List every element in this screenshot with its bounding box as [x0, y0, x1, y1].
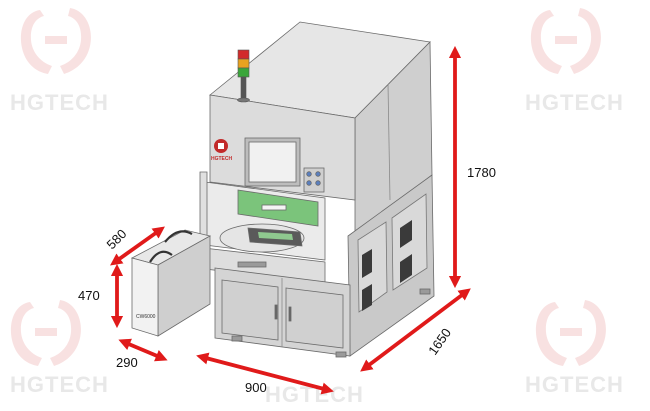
depth-arrow	[360, 288, 471, 372]
stack-light	[237, 49, 250, 103]
watermark-logo-icon	[10, 300, 81, 366]
watermark-bottom-right: HGTECH	[525, 300, 624, 397]
hmi-screen	[248, 141, 297, 183]
width-arrow	[196, 352, 334, 395]
watermark-logo-icon	[530, 8, 601, 74]
machine-brand-label: HGTECH	[211, 156, 233, 162]
width-label: 900	[245, 380, 267, 395]
watermark-top-left: HGTECH	[10, 8, 109, 115]
base-door-left	[221, 279, 279, 341]
watermark-top-right: HGTECH	[525, 8, 624, 115]
control-button-panel	[303, 167, 325, 193]
watermark-logo-icon	[535, 300, 606, 366]
base-door-right	[285, 287, 344, 349]
chiller-unit	[130, 229, 212, 337]
watermark-text: HGTECH	[525, 90, 624, 115]
watermark-text: HGTECH	[525, 372, 624, 397]
chiller-label: CW6000	[136, 314, 156, 320]
chiller-height-label: 470	[78, 288, 100, 303]
machine-cabinet: HGTECH	[194, 21, 435, 358]
machine-logo-icon	[214, 139, 228, 153]
watermark-bottom-left: HGTECH	[10, 300, 109, 397]
chiller-width-label: 290	[116, 355, 138, 370]
chiller-depth-label: 580	[104, 226, 130, 252]
chiller-width-arrow	[118, 338, 168, 362]
watermark-logo-icon	[20, 8, 91, 74]
chiller-depth-arrow	[110, 226, 165, 266]
watermark-text: HGTECH	[10, 372, 109, 397]
dimension-arrows	[110, 45, 471, 395]
watermark-text: HGTECH	[10, 90, 109, 115]
depth-label: 1650	[425, 325, 454, 357]
height-label: 1780	[467, 165, 496, 180]
